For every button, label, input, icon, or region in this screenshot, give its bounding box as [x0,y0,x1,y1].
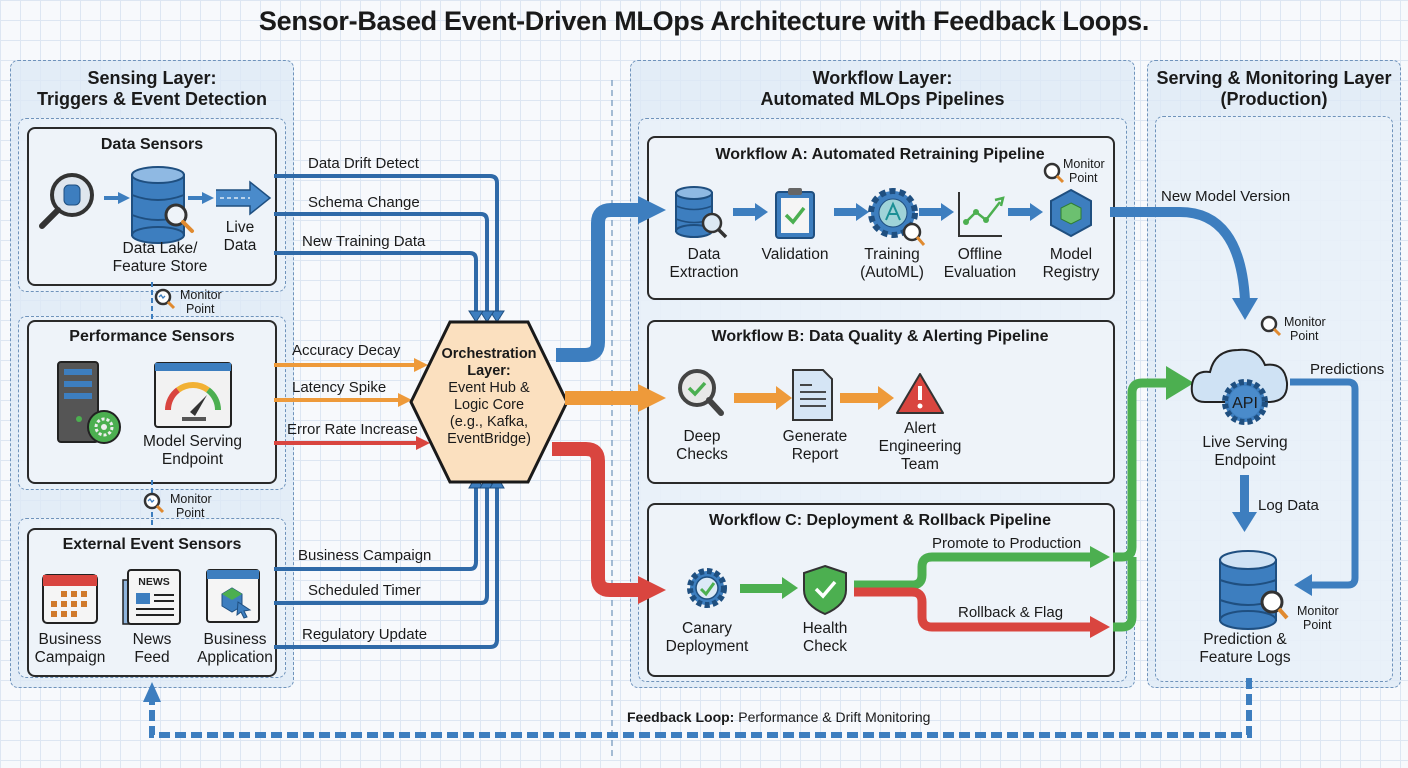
prediction-logs-database-icon [1219,550,1289,630]
step-offline-evaluation[interactable]: Offline Evaluation [943,246,1017,281]
newspaper-icon [122,569,181,625]
log-data-arrow [1240,475,1249,515]
monitor-point-icon-2 [143,492,165,514]
data-sensors-title: Data Sensors [100,136,204,153]
event-error-rate: Error Rate Increase [287,421,418,438]
monitor-point-label-4: Monitor Point [1284,315,1326,343]
event-regulatory-update: Regulatory Update [302,626,428,643]
step-deep-checks[interactable]: Deep Checks [676,428,728,463]
business-campaign-label: Business Campaign [34,631,106,666]
evaluation-chart-icon [958,192,1005,237]
promote-to-serving-arrow [1113,378,1170,562]
monitor-point-icon-3 [1043,162,1065,184]
event-schema-change: Schema Change [308,194,420,211]
log-data-label: Log Data [1258,497,1319,514]
serving-layer-title: Serving & Monitoring Layer (Production) [1156,68,1392,109]
live-data-label: Live Data [223,219,257,254]
step-health-check[interactable]: Health Check [802,620,848,655]
clipboard-check-icon [775,188,815,239]
report-document-icon [792,369,833,421]
model-registry-icon [1050,188,1092,238]
promote-arrow [854,552,1095,590]
data-lake-icon [131,166,194,244]
workflow-layer-title: Workflow Layer: Automated MLOps Pipeline… [760,68,1005,109]
step-validation[interactable]: Validation [761,246,829,263]
calendar-icon [42,574,98,624]
step-model-registry[interactable]: Model Registry [1042,246,1100,281]
new-model-version-label: New Model Version [1161,188,1291,205]
event-data-drift: Data Drift Detect [308,155,419,172]
workflow-c-title: Workflow C: Deployment & Rollback Pipeli… [709,512,1051,529]
diagram-title: Sensor-Based Event-Driven MLOps Architec… [258,6,1150,36]
feedback-loop-label: Feedback Loop: Performance & Drift Monit… [627,709,931,725]
health-shield-icon [803,564,847,616]
workflow-b-title: Workflow B: Data Quality & Alerting Pipe… [711,328,1049,345]
canary-gear-icon [687,568,727,608]
server-gear-icon [57,361,121,444]
event-business-campaign: Business Campaign [298,547,432,564]
api-glyph: API [1232,395,1258,412]
monitor-point-label-2: Monitor Point [170,492,212,520]
feedback-loop-arrow [149,678,1252,738]
alert-warning-icon [896,373,944,414]
rollback-label: Rollback & Flag [958,604,1064,621]
gauge-dashboard-icon [154,362,232,428]
data-event-arrows [274,174,499,318]
event-scheduled-timer: Scheduled Timer [308,582,421,599]
rollback-arrow [854,587,1095,632]
workflow-a-title: Workflow A: Automated Retraining Pipelin… [715,146,1045,163]
predictions-arrow [1290,378,1359,589]
business-application-label: Business Application [197,631,273,666]
external-event-arrows [274,484,499,649]
deep-check-magnifier-icon [678,369,724,416]
monitor-point-label-3: Monitor Point [1063,157,1105,185]
news-glyph: NEWS [138,576,170,588]
step-training[interactable]: Training (AutoML) [860,246,924,281]
predictions-label: Predictions [1310,361,1385,378]
cloud-api-icon [1190,348,1289,425]
hub-to-workflow-c-arrow [552,442,640,597]
live-serving-endpoint-label: Live Serving Endpoint [1202,434,1288,469]
live-data-stream-icon [216,180,272,216]
training-gear-icon [868,188,926,246]
monitor-point-icon-4 [1260,315,1282,337]
event-latency-spike: Latency Spike [292,379,387,396]
event-new-training-data: New Training Data [302,233,426,250]
new-model-version-arrow [1110,207,1250,301]
orchestration-hub-label[interactable]: Orchestration Layer: Event Hub & Logic C… [441,346,537,447]
prediction-logs-label: Prediction & Feature Logs [1199,631,1291,666]
step-alert-team[interactable]: Alert Engineering Team [878,420,962,473]
external-sensors-title: External Event Sensors [62,536,242,553]
sensing-layer-title: Sensing Layer: Triggers & Event Detectio… [36,68,268,109]
monitor-point-label-5: Monitor Point [1297,604,1339,632]
data-lake-label: Data Lake/ Feature Store [112,240,208,275]
application-window-icon [206,569,260,623]
search-database-icon [39,173,94,229]
step-canary-deployment[interactable]: Canary Deployment [665,620,749,655]
promote-label: Promote to Production [932,535,1082,552]
news-feed-label: News Feed [132,631,172,666]
step-generate-report[interactable]: Generate Report [782,428,848,463]
event-accuracy-decay: Accuracy Decay [292,342,401,359]
model-serving-endpoint-label: Model Serving Endpoint [142,433,243,468]
orchestration-hub [409,320,569,484]
performance-event-arrows [274,358,430,450]
data-extraction-icon [675,186,728,239]
hub-to-workflow-a-arrow [556,203,640,362]
performance-sensors-title: Performance Sensors [69,328,235,345]
step-data-extraction[interactable]: Data Extraction [669,246,739,281]
monitor-point-icon-1 [154,288,176,310]
monitor-point-label-1: Monitor Point [180,288,222,316]
